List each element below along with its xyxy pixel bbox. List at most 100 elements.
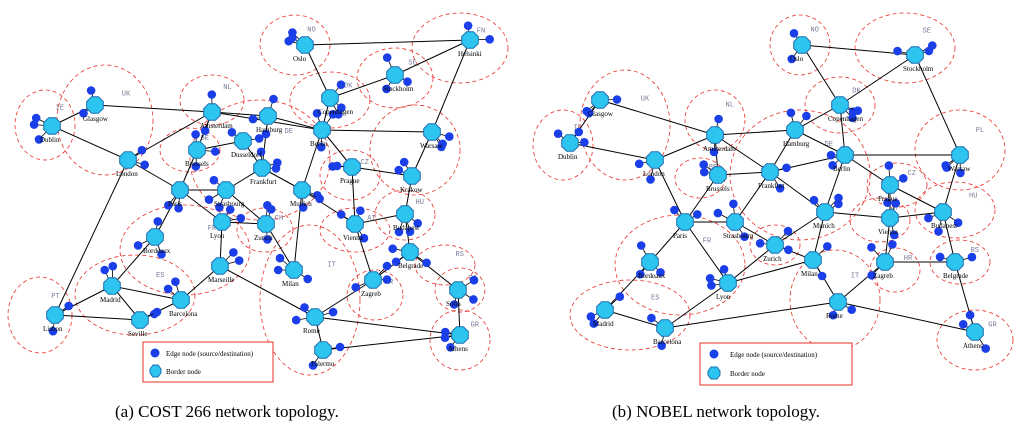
city-label-stockholm: Stockholm — [383, 85, 414, 93]
country-code-label: IT — [328, 261, 336, 269]
country-region-fr — [614, 214, 746, 316]
border-node-belgrade — [946, 253, 964, 271]
legend-box — [142, 341, 274, 383]
country-code-label: GR — [471, 322, 480, 330]
city-label-warsaw: Warsaw — [948, 165, 971, 173]
edge-node-icon — [29, 120, 39, 129]
edge-node-icon — [204, 195, 214, 204]
edge-node-icon — [153, 217, 163, 226]
edge-node-icon — [48, 326, 58, 336]
edge-node-icon — [445, 132, 454, 141]
country-code-label: CH — [275, 215, 283, 223]
edge-node-icon — [269, 94, 278, 104]
edge-node-icon — [263, 235, 272, 244]
caption-cost266: (a) COST 266 network topology. — [115, 402, 339, 421]
edge-node-icon — [867, 271, 876, 280]
link-bordeaux-madrid — [604, 261, 651, 311]
border-node-hamburg — [786, 121, 804, 139]
border-node-belgrade — [401, 243, 419, 261]
city-label-paris: Paris — [673, 232, 687, 240]
edge-node-icon — [657, 341, 666, 351]
country-region-bg — [434, 267, 486, 313]
city-label-oslo: Oslo — [293, 55, 307, 63]
link-dublin-london — [51, 125, 129, 161]
border-node-icon — [149, 364, 162, 378]
edge-node-icon — [740, 232, 749, 241]
border-node-oslo — [296, 36, 314, 54]
country-code-label: UK — [122, 90, 131, 98]
city-label-barcelona: Barcelona — [169, 310, 198, 318]
border-node-bordeaux — [641, 253, 659, 271]
edge-node-icon — [574, 127, 584, 137]
city-label-zurich: Zurich — [254, 234, 273, 242]
city-label-barcelona: Barcelona — [653, 338, 682, 346]
border-node-milan — [804, 251, 822, 269]
edge-node-icon — [884, 161, 894, 170]
border-node-amsterdam — [706, 126, 724, 144]
country-region-be — [159, 127, 221, 173]
edge-node-icon — [941, 161, 950, 170]
city-label-krakow: Krakow — [400, 186, 423, 194]
border-node-london — [119, 151, 137, 169]
border-node-helsinki — [461, 31, 479, 49]
city-label-brussels: Brussels — [706, 185, 730, 193]
link-brussels-paris — [684, 174, 719, 223]
edge-node-icon — [34, 135, 44, 144]
edge-node-icon — [422, 258, 431, 268]
edge-node-icon — [140, 160, 149, 170]
edge-node-icon — [646, 175, 655, 184]
edge-node-icon — [312, 109, 322, 118]
border-node-brussels — [188, 141, 206, 159]
nodes: OsloStockholmCopenhagenDublinGlasgowLond… — [553, 29, 990, 353]
border-node-krakow — [403, 167, 421, 185]
border-node-strasbourg — [217, 181, 235, 199]
link-marseille-rome — [219, 265, 316, 318]
edge-node-icon — [215, 203, 224, 212]
border-node-barcelona — [656, 319, 674, 337]
city-label-glasgow: Glasgow — [83, 115, 109, 123]
country-code-label: CZ — [908, 170, 916, 178]
link-belgrade-sofia — [409, 251, 459, 291]
border-node-barcelona — [172, 291, 190, 309]
cost266-network: NODKSEFNIEUKNLBEDEPLCZHUFRCHATITRSHRBGGR… — [7, 12, 509, 376]
border-node-strasbourg — [726, 213, 744, 231]
country-code-label: AT — [367, 215, 375, 223]
country-code-label: PL — [976, 127, 984, 135]
border-node-vienna — [881, 209, 899, 227]
edge-node-icon — [227, 128, 237, 137]
edge-node-icon — [394, 227, 404, 237]
country-code-label: HR — [904, 255, 913, 263]
city-label-hamburg: Hamburg — [256, 126, 283, 134]
border-node-glasgow — [86, 96, 104, 114]
city-label-berlin: Berlin — [310, 140, 328, 148]
edge-node-icon — [163, 284, 173, 294]
border-node-paris — [171, 181, 189, 199]
edge-node-icon — [924, 46, 934, 56]
border-node-munich — [816, 203, 834, 221]
edge-node-icon — [787, 54, 796, 64]
edge-node-icon — [817, 271, 827, 281]
border-node-seville — [131, 311, 149, 329]
legend-box — [699, 342, 853, 386]
edge-node-icon — [388, 244, 398, 253]
country-code-label: PT — [51, 293, 59, 301]
edge-node-icon — [328, 307, 338, 317]
border-node-munich — [293, 181, 311, 199]
country-code-label: FN — [477, 27, 485, 35]
link-vienna-budapest — [889, 211, 944, 219]
city-label-rome: Rome — [826, 312, 843, 320]
edge-node-icon — [337, 103, 346, 112]
city-label-dublin: Dublin — [40, 136, 60, 144]
city-label-lyon: Lyon — [210, 232, 225, 240]
city-label-oslo: Oslo — [790, 55, 804, 63]
edge-node-icon — [298, 203, 308, 212]
country-code-label: IE — [56, 104, 64, 112]
border-node-zagreb — [876, 253, 894, 271]
link-seville-lisbon — [54, 314, 141, 321]
edge-node-icon — [356, 206, 365, 215]
edge-node-icon — [713, 208, 723, 218]
city-label-amsterdam: Amsterdam — [200, 122, 233, 130]
legend-border-node-label: Border node — [730, 370, 765, 378]
city-label-amsterdam: Amsterdam — [703, 145, 736, 153]
country-code-label: BE — [201, 135, 209, 143]
